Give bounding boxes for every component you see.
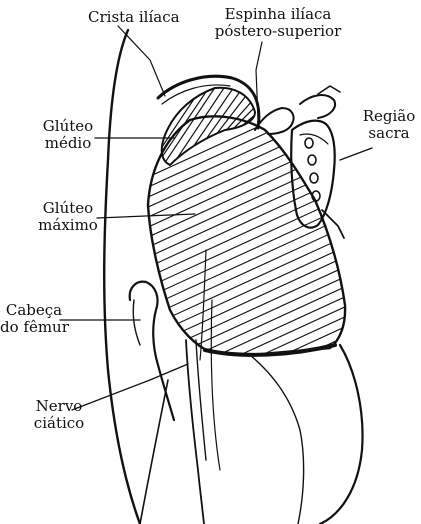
- label-crista-iliaca: Crista ilíaca: [88, 9, 180, 26]
- label-regiao-sacra: Região sacra: [360, 108, 418, 142]
- regiao-sacra-leader: [340, 148, 372, 160]
- label-espinha-iliaca-line2: póstero-superior: [208, 23, 348, 40]
- label-gluteo-medio: Glúteo médio: [36, 118, 100, 152]
- label-regiao-sacra-line1: Região: [360, 108, 418, 125]
- body-contour: [104, 30, 140, 524]
- label-gluteo-maximo-line2: máximo: [36, 217, 100, 234]
- sciatic-nerve: [186, 340, 204, 524]
- iliac-spine: [255, 108, 294, 134]
- label-gluteo-medio-line2: médio: [36, 135, 100, 152]
- label-nervo-ciatico-line1: Nervo: [32, 398, 86, 415]
- label-espinha-iliaca: Espinha ilíaca póstero-superior: [208, 6, 348, 40]
- label-nervo-ciatico-line2: ciático: [32, 415, 86, 432]
- label-gluteo-maximo: Glúteo máximo: [36, 200, 100, 234]
- label-cabeca-femur: Cabeça do fêmur: [0, 302, 68, 336]
- label-espinha-iliaca-line1: Espinha ilíaca: [208, 6, 348, 23]
- label-gluteo-maximo-line1: Glúteo: [36, 200, 100, 217]
- thigh-contour: [140, 380, 168, 524]
- label-gluteo-medio-line1: Glúteo: [36, 118, 100, 135]
- label-nervo-ciatico: Nervo ciático: [32, 398, 86, 432]
- right-thigh-contour: [320, 345, 363, 524]
- label-regiao-sacra-line2: sacra: [360, 125, 418, 142]
- buttock-lower: [250, 355, 304, 524]
- label-cabeca-femur-line2: do fêmur: [0, 319, 68, 336]
- gluteus-maximus-lower-edge: [205, 345, 335, 355]
- label-cabeca-femur-line1: Cabeça: [0, 302, 68, 319]
